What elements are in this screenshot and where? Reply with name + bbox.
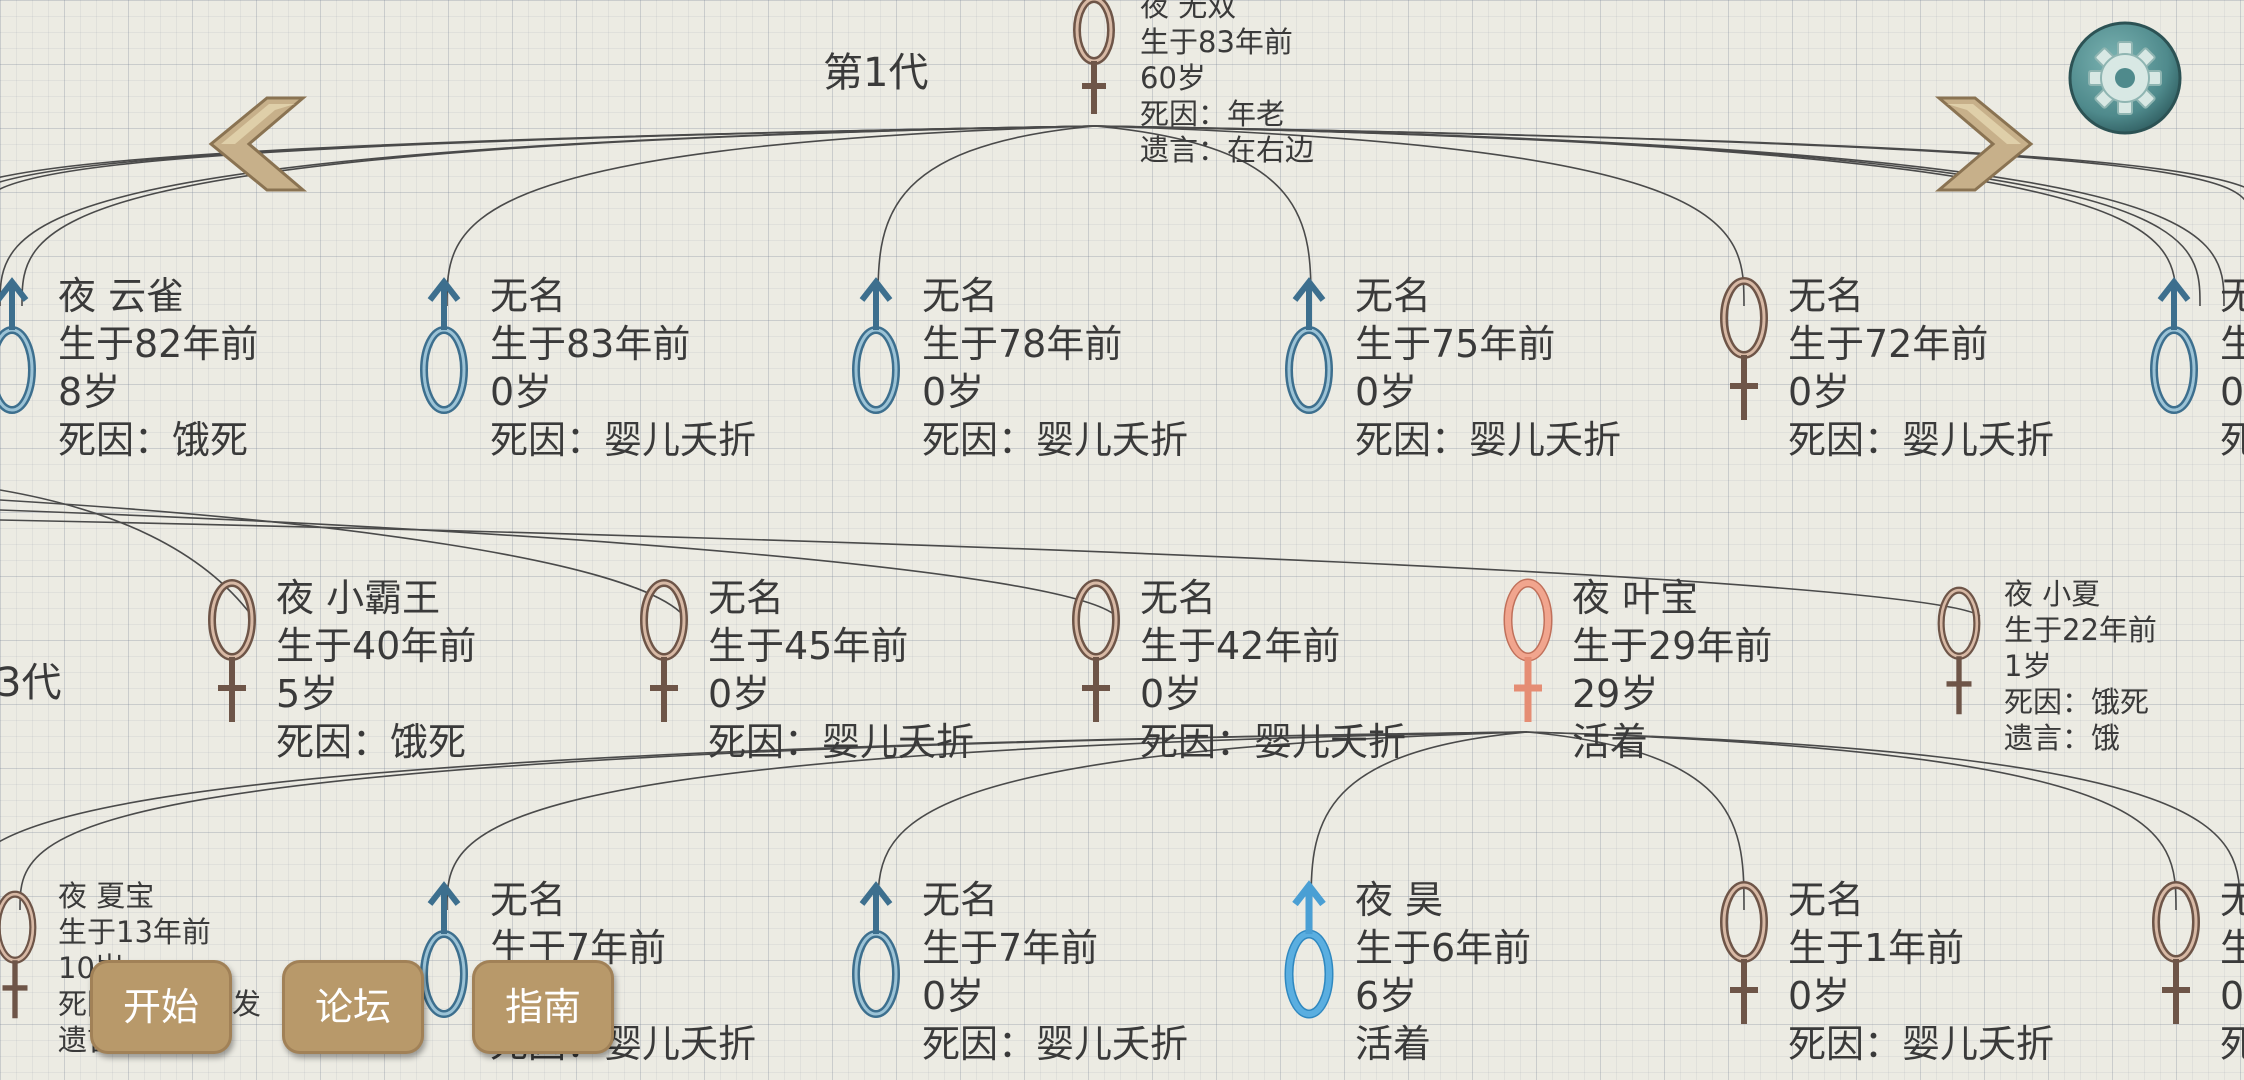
female-symbol-icon (1937, 586, 1981, 715)
person-born: 生于7年前 (922, 926, 1099, 970)
gear-icon[interactable] (2067, 20, 2183, 136)
person-born: 生于75年前 (1355, 322, 1556, 366)
guide-button[interactable]: 指南 (472, 960, 614, 1054)
person-born: 生于6年前 (1355, 926, 1532, 970)
person-name: 夜 昊 (1355, 878, 1444, 922)
female-symbol-icon (0, 890, 37, 1019)
male-symbol-icon (420, 277, 468, 414)
person-name: 夜 夏宝 (58, 879, 155, 913)
forum-button[interactable]: 论坛 (282, 960, 424, 1054)
person-status: 死因：婴儿夭折 (922, 1022, 1189, 1066)
person-age: 0岁 (490, 370, 553, 414)
person-born: 生于82年前 (58, 322, 259, 366)
female-symbol-icon (1072, 579, 1120, 722)
female-symbol-icon (2152, 881, 2200, 1024)
person-name: 夜 小夏 (2004, 577, 2101, 611)
person-born: 生于78年前 (922, 322, 1123, 366)
male-symbol-icon (1284, 880, 1334, 1019)
female-symbol-icon (640, 579, 688, 722)
male-symbol-icon (852, 277, 900, 414)
person-born: 生于13年前 (58, 915, 211, 949)
start-button[interactable]: 开始 (90, 960, 232, 1054)
person-age: 0岁 (1788, 974, 1851, 1018)
female-symbol-icon (1720, 881, 1768, 1024)
person-name: 夜 叶宝 (1572, 576, 1699, 620)
person-status: 死因：婴儿夭折 (490, 418, 757, 462)
person-born: 生于72年前 (1788, 322, 1989, 366)
person-age: 60岁 (1140, 61, 1206, 95)
generation-label-3: 3代 (0, 660, 62, 706)
person-born: 生于40年前 (276, 624, 477, 668)
person-born: 生于83年前 (490, 322, 691, 366)
person-name: 夜 小霸王 (276, 576, 441, 620)
chevron-right-icon[interactable] (1933, 96, 2037, 192)
person-name: 无名 (1788, 878, 1865, 922)
person-age: 0岁 (1788, 370, 1851, 414)
person-status: 死因：婴儿夭折 (922, 418, 1189, 462)
person-age: 8岁 (58, 370, 121, 414)
tree-connector-line (0, 125, 1096, 179)
person-born: 生于22年前 (2004, 613, 2157, 647)
person-born: 生于1年前 (1788, 926, 1965, 970)
person-will: 遗言：饿 (2004, 721, 2121, 755)
person-name: 无名 (490, 878, 567, 922)
male-symbol-icon (1285, 277, 1333, 414)
tree-connector-line (0, 125, 1096, 183)
person-name: 无 (2220, 274, 2244, 318)
person-name: 夜 无双 (1140, 0, 1237, 23)
person-status: 死因：饿死 (58, 418, 249, 462)
person-status: 死因：婴儿夭折 (1140, 720, 1407, 764)
generation-label-1: 第1代 (823, 50, 929, 96)
male-symbol-icon (2150, 277, 2198, 414)
person-status: 活着 (1572, 720, 1649, 764)
person-name: 无 (2220, 878, 2244, 922)
person-age: 0岁 (708, 672, 771, 716)
person-name: 无名 (1140, 576, 1217, 620)
person-born: 生于42年前 (1140, 624, 1341, 668)
person-age: 0岁 (922, 370, 985, 414)
person-age: 0岁 (922, 974, 985, 1018)
person-age: 6岁 (1355, 974, 1418, 1018)
person-name: 无名 (1355, 274, 1432, 318)
person-born: 生于29年前 (1572, 624, 1773, 668)
person-status: 死 (2220, 418, 2244, 462)
person-status: 死 (2220, 1022, 2244, 1066)
female-symbol-icon (208, 579, 256, 722)
person-name: 无名 (490, 274, 567, 318)
person-age: 0岁 (1140, 672, 1203, 716)
person-born: 生于83年前 (1140, 25, 1293, 59)
person-status: 死因：婴儿夭折 (1788, 418, 2055, 462)
person-age: 1岁 (2004, 649, 2052, 683)
person-status: 死因：饿死 (276, 720, 467, 764)
person-age: 29岁 (1572, 672, 1659, 716)
male-symbol-icon (852, 881, 900, 1018)
female-symbol-icon (1503, 578, 1553, 722)
person-status: 死因：年老 (1140, 97, 1286, 131)
person-born: 生 (2220, 322, 2244, 366)
person-status: 死因：婴儿夭折 (1788, 1022, 2055, 1066)
chevron-left-icon[interactable] (205, 96, 309, 192)
female-symbol-icon (1073, 0, 1115, 114)
person-will: 遗言：在右边 (1140, 133, 1315, 167)
person-name: 夜 云雀 (58, 274, 185, 318)
female-symbol-icon (1720, 277, 1768, 420)
person-name: 无名 (922, 274, 999, 318)
person-status: 活着 (1355, 1022, 1432, 1066)
person-name: 无名 (922, 878, 999, 922)
tree-connector-line (0, 125, 1096, 190)
person-name: 无名 (1788, 274, 1865, 318)
person-status: 死因：婴儿夭折 (708, 720, 975, 764)
person-age: 0岁 (1355, 370, 1418, 414)
male-symbol-icon (0, 277, 36, 414)
person-age: 0 (2220, 370, 2244, 414)
person-age: 0 (2220, 974, 2244, 1018)
person-born: 生 (2220, 926, 2244, 970)
person-status: 死因：婴儿夭折 (1355, 418, 1622, 462)
male-symbol-icon (420, 881, 468, 1018)
person-age: 5岁 (276, 672, 339, 716)
person-born: 生于45年前 (708, 624, 909, 668)
person-name: 无名 (708, 576, 785, 620)
person-status: 死因：饿死 (2004, 685, 2150, 719)
